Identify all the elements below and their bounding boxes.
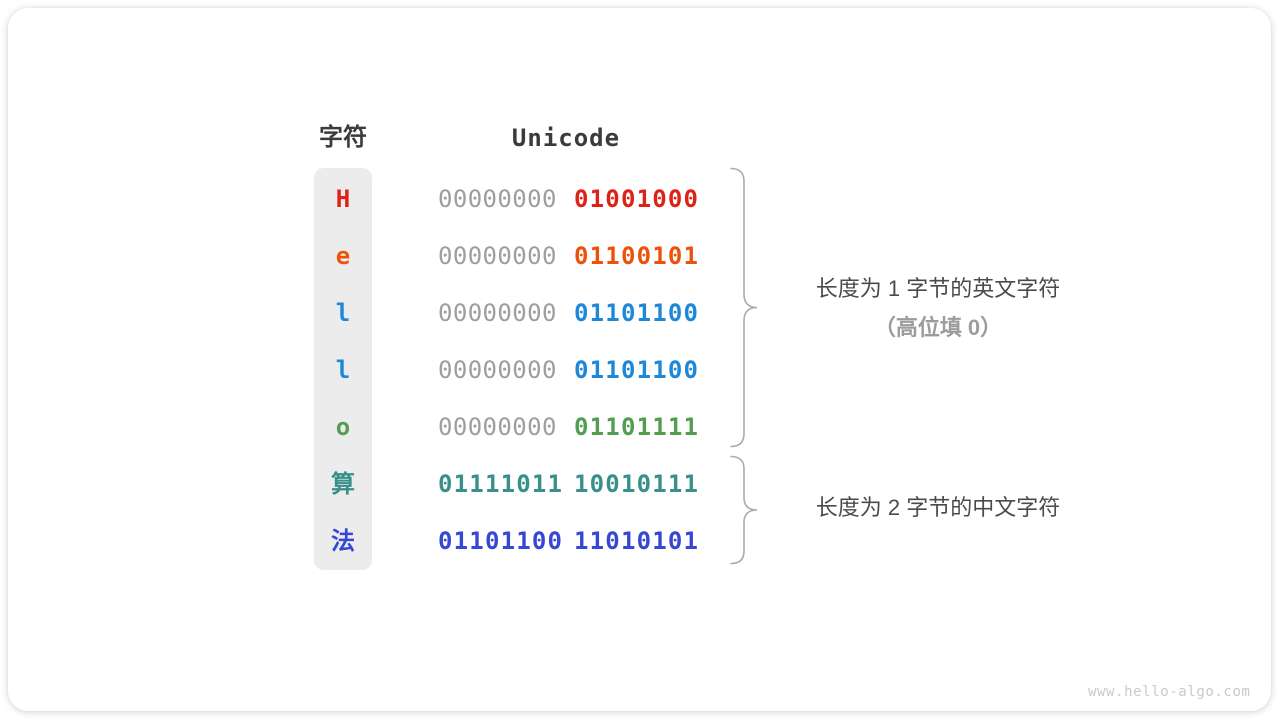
unicode-low-byte: 01101100: [574, 299, 700, 327]
character-cell: H: [335, 185, 351, 213]
char-column-header: 字符: [319, 124, 367, 151]
unicode-high-byte: 01101100: [438, 527, 564, 555]
annotation-english-line1: 长度为 1 字节的英文字符: [815, 276, 1061, 301]
unicode-low-byte: 10010111: [574, 470, 700, 498]
character-cell: 法: [331, 527, 355, 555]
char-column-background: [314, 168, 372, 570]
annotation-english-chars: 长度为 1 字节的英文字符 （高位填 0）: [766, 274, 1110, 343]
character-cell: 算: [331, 470, 355, 498]
annotation-english-line2: （高位填 0）: [873, 315, 1003, 340]
table-row: l 00000000 01101100: [8, 285, 1280, 342]
watermark-text: www.hello-algo.com: [1088, 684, 1251, 700]
character-cell: e: [335, 242, 351, 270]
brace-english-group: [730, 167, 758, 448]
unicode-high-byte: 00000000: [438, 356, 557, 384]
annotation-chinese-chars: 长度为 2 字节的中文字符: [766, 493, 1110, 523]
table-row: l 00000000 01101100: [8, 342, 1280, 399]
unicode-high-byte: 00000000: [438, 242, 557, 270]
table-row: H 00000000 01001000: [8, 171, 1280, 228]
unicode-column-header: Unicode: [511, 124, 621, 152]
table-row: 算 01111011 10010111: [8, 456, 1280, 513]
table-row: 法 01101100 11010101: [8, 513, 1280, 570]
table-row: o 00000000 01101111: [8, 399, 1280, 456]
unicode-low-byte: 11010101: [574, 527, 700, 555]
unicode-high-byte: 00000000: [438, 185, 557, 213]
character-cell: l: [335, 299, 351, 327]
table-row: e 00000000 01100101: [8, 228, 1280, 285]
character-cell: l: [335, 356, 351, 384]
character-cell: o: [335, 413, 351, 441]
unicode-low-byte: 01100101: [574, 242, 700, 270]
unicode-low-byte: 01101111: [574, 413, 700, 441]
diagram-card: 字符 Unicode H 00000000 01001000 e 0000000…: [8, 8, 1271, 711]
unicode-high-byte: 00000000: [438, 299, 557, 327]
unicode-low-byte: 01001000: [574, 185, 700, 213]
unicode-high-byte: 00000000: [438, 413, 557, 441]
brace-chinese-group: [730, 455, 758, 565]
annotation-chinese-line1: 长度为 2 字节的中文字符: [815, 495, 1061, 520]
unicode-low-byte: 01101100: [574, 356, 700, 384]
unicode-high-byte: 01111011: [438, 470, 564, 498]
